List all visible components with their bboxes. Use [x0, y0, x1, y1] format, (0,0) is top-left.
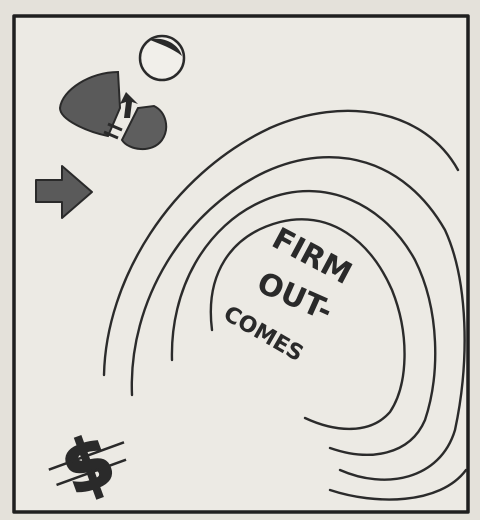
moon-circle-icon	[140, 36, 184, 80]
